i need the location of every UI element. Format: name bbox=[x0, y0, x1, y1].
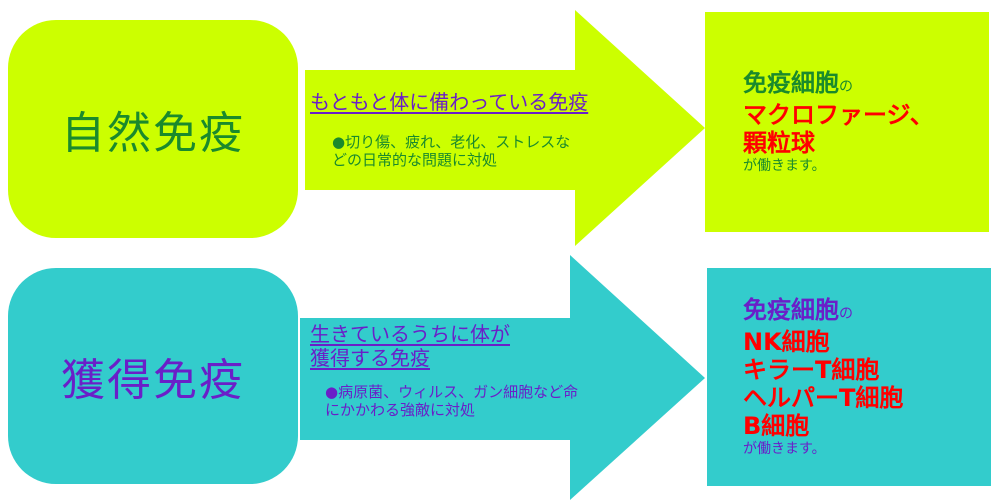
acquired-result-item: B細胞 bbox=[743, 412, 810, 440]
acquired-heading-line2: 獲得する免疫 bbox=[310, 346, 430, 370]
acquired-result-item: NK細胞 bbox=[743, 328, 830, 356]
innate-result-heading: 免疫細胞の bbox=[743, 69, 989, 101]
acquired-particle: の bbox=[839, 306, 853, 322]
acquired-arrow bbox=[300, 255, 705, 500]
acquired-result-item: ヘルパーT細胞 bbox=[743, 384, 904, 412]
acquired-title: 獲得免疫 bbox=[61, 355, 245, 406]
innate-result-item: マクロファージ、 bbox=[743, 101, 934, 129]
innate-title: 自然免疫 bbox=[61, 108, 245, 159]
innate-result-item: 顆粒球 bbox=[743, 129, 815, 157]
acquired-desc-line2: にかかわる強敵に対処 bbox=[325, 401, 476, 419]
acquired-cells-label: 免疫細胞 bbox=[743, 296, 839, 324]
innate-desc-line1: ●切り傷、疲れ、老化、ストレスな bbox=[332, 133, 571, 151]
innate-arrow bbox=[305, 10, 705, 246]
innate-result-box: 免疫細胞の マクロファージ、 顆粒球 が働きます。 bbox=[705, 12, 989, 232]
innate-heading: もともと体に備わっている免疫 bbox=[310, 90, 589, 114]
innate-desc-line2: どの日常的な問題に対処 bbox=[332, 151, 498, 169]
acquired-result-box: 免疫細胞の NK細胞 キラーT細胞 ヘルパーT細胞 B細胞 が働きます。 bbox=[707, 268, 991, 486]
acquired-heading-line1: 生きているうちに体が bbox=[310, 322, 510, 346]
innate-cells-label: 免疫細胞 bbox=[743, 69, 839, 97]
innate-particle: の bbox=[839, 79, 853, 95]
acquired-result-item: キラーT細胞 bbox=[743, 356, 880, 384]
innate-result-tail: が働きます。 bbox=[743, 158, 826, 174]
acquired-title-box: 獲得免疫 bbox=[8, 268, 298, 484]
acquired-result-tail: が働きます。 bbox=[743, 441, 826, 457]
acquired-result-heading: 免疫細胞の bbox=[743, 296, 991, 328]
acquired-desc-line1: ●病原菌、ウィルス、ガン細胞など命 bbox=[325, 383, 579, 401]
innate-title-box: 自然免疫 bbox=[8, 20, 298, 238]
